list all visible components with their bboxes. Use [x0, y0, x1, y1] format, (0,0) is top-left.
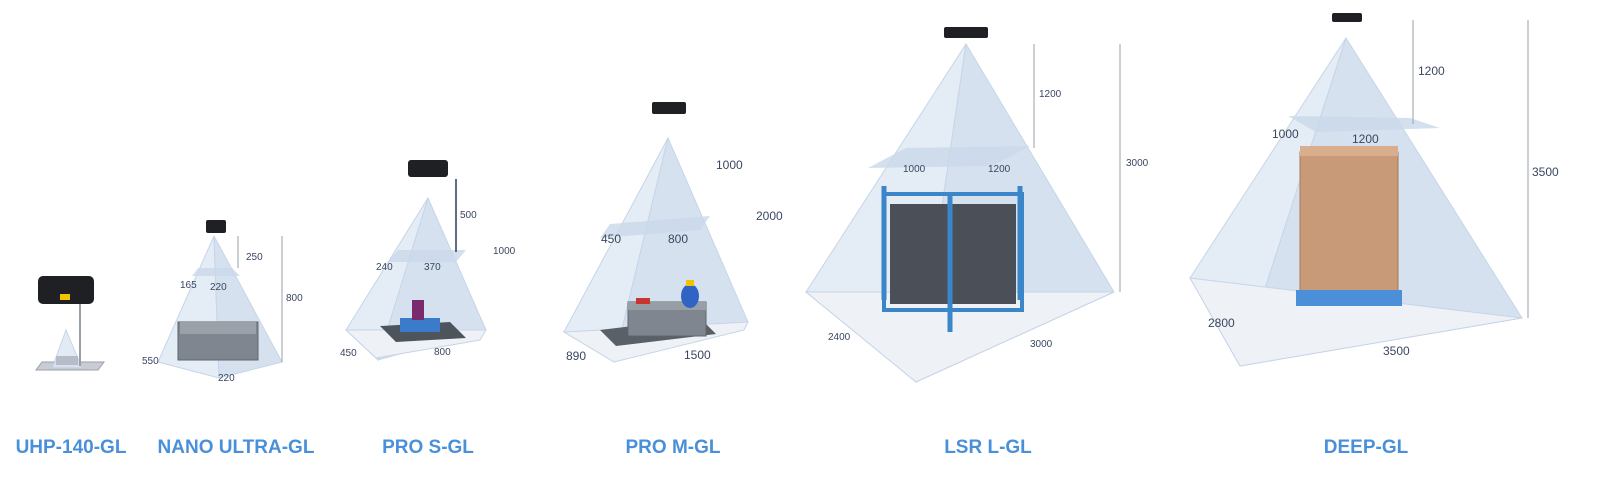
lsr-floor-plate — [804, 291, 1115, 383]
deep-scanner-device — [1332, 13, 1362, 22]
lsr-dim-near-width: 1200 — [988, 164, 1011, 175]
lsr-cage-contents — [890, 204, 1016, 304]
pro-s-dim-far-depth: 450 — [340, 348, 357, 359]
label-lsr-l-gl[interactable]: LSR L-GL — [944, 437, 1032, 458]
pro-s-dim-near-width: 370 — [424, 262, 441, 273]
lsr-dim-near-distance: 1200 — [1039, 89, 1062, 100]
uhp-sample-part — [56, 356, 78, 365]
pro-m-red-part — [636, 298, 650, 304]
deep-dim-near-depth: 1000 — [1272, 127, 1299, 141]
pro-m-scanner-device — [652, 102, 686, 114]
nano-dim-near-distance: 250 — [246, 252, 263, 263]
label-nano-ultra-gl[interactable]: NANO ULTRA-GL — [157, 437, 315, 458]
pro-s-near-plane — [388, 250, 466, 262]
deep-pallet-base — [1296, 290, 1402, 306]
pro-m-parts-bin-lip — [628, 302, 706, 310]
pro-m-dim-far-depth: 890 — [566, 349, 586, 363]
pro-m-dim-total-height: 2000 — [756, 209, 783, 223]
deep-near-plane — [1288, 116, 1440, 132]
product-pro-m-gl: 1000 450 800 2000 890 1500 — [562, 102, 783, 363]
deep-dim-near-distance: 1200 — [1418, 64, 1445, 78]
nano-dim-far-depth: 550 — [142, 356, 159, 367]
deep-dim-near-width: 1200 — [1352, 132, 1379, 146]
product-pro-s-gl: 500 240 370 1000 450 800 — [340, 160, 516, 361]
pro-s-tool-holder — [412, 300, 424, 320]
nano-scanner-device — [206, 220, 226, 233]
pro-s-scanner-device — [408, 160, 448, 177]
lsr-dim-near-depth: 1000 — [903, 164, 926, 175]
lsr-scanner-device — [944, 27, 988, 38]
deep-pallet-load-top — [1300, 146, 1398, 156]
product-deep-gl: 1200 1000 1200 3500 2800 3500 — [1189, 13, 1559, 368]
pro-m-near-plane — [600, 216, 710, 238]
pro-s-dim-far-width: 800 — [434, 347, 451, 358]
pro-m-blue-bottle — [681, 284, 699, 308]
pro-s-dim-near-depth: 240 — [376, 262, 393, 273]
nano-dim-near-depth: 165 — [180, 280, 197, 291]
lsr-dim-far-depth: 2400 — [828, 332, 851, 343]
lsr-dim-far-width: 3000 — [1030, 339, 1053, 350]
pro-m-dim-far-width: 1500 — [684, 348, 711, 362]
pro-s-dim-total-height: 1000 — [493, 246, 516, 257]
pro-m-bottle-cap — [686, 280, 694, 286]
pro-m-dim-near-width: 800 — [668, 232, 688, 246]
pro-s-parts-cluster — [400, 318, 440, 332]
uhp-scanner-badge — [60, 294, 70, 300]
product-uhp-140-gl — [35, 276, 105, 371]
uhp-scanner-device — [38, 276, 94, 304]
nano-dim-total-height: 800 — [286, 293, 303, 304]
product-lsr-l-gl: 1200 1000 1200 3000 2400 3000 — [804, 27, 1149, 383]
pro-m-dim-near-depth: 450 — [601, 232, 621, 246]
label-deep-gl[interactable]: DEEP-GL — [1323, 437, 1409, 458]
pro-s-dim-near-distance: 500 — [460, 210, 477, 221]
lsr-near-plane — [868, 146, 1030, 168]
nano-near-plane — [192, 268, 240, 276]
deep-dim-total-height: 3500 — [1532, 165, 1559, 179]
label-pro-m-gl[interactable]: PRO M-GL — [625, 437, 721, 458]
deep-pallet-load — [1299, 151, 1399, 295]
deep-dim-far-width: 3500 — [1383, 344, 1410, 358]
pro-m-dim-near-distance: 1000 — [716, 158, 743, 172]
nano-parts-bin-top — [180, 322, 256, 334]
label-uhp-140-gl[interactable]: UHP-140-GL — [15, 437, 127, 458]
product-nano-ultra-gl: 250 165 220 800 550 220 — [142, 220, 303, 384]
nano-dim-far-width: 220 — [218, 373, 235, 384]
label-pro-s-gl[interactable]: PRO S-GL — [382, 437, 474, 458]
nano-dim-near-width: 220 — [210, 282, 227, 293]
deep-dim-far-depth: 2800 — [1208, 316, 1235, 330]
lsr-dim-total-height: 3000 — [1126, 158, 1149, 169]
